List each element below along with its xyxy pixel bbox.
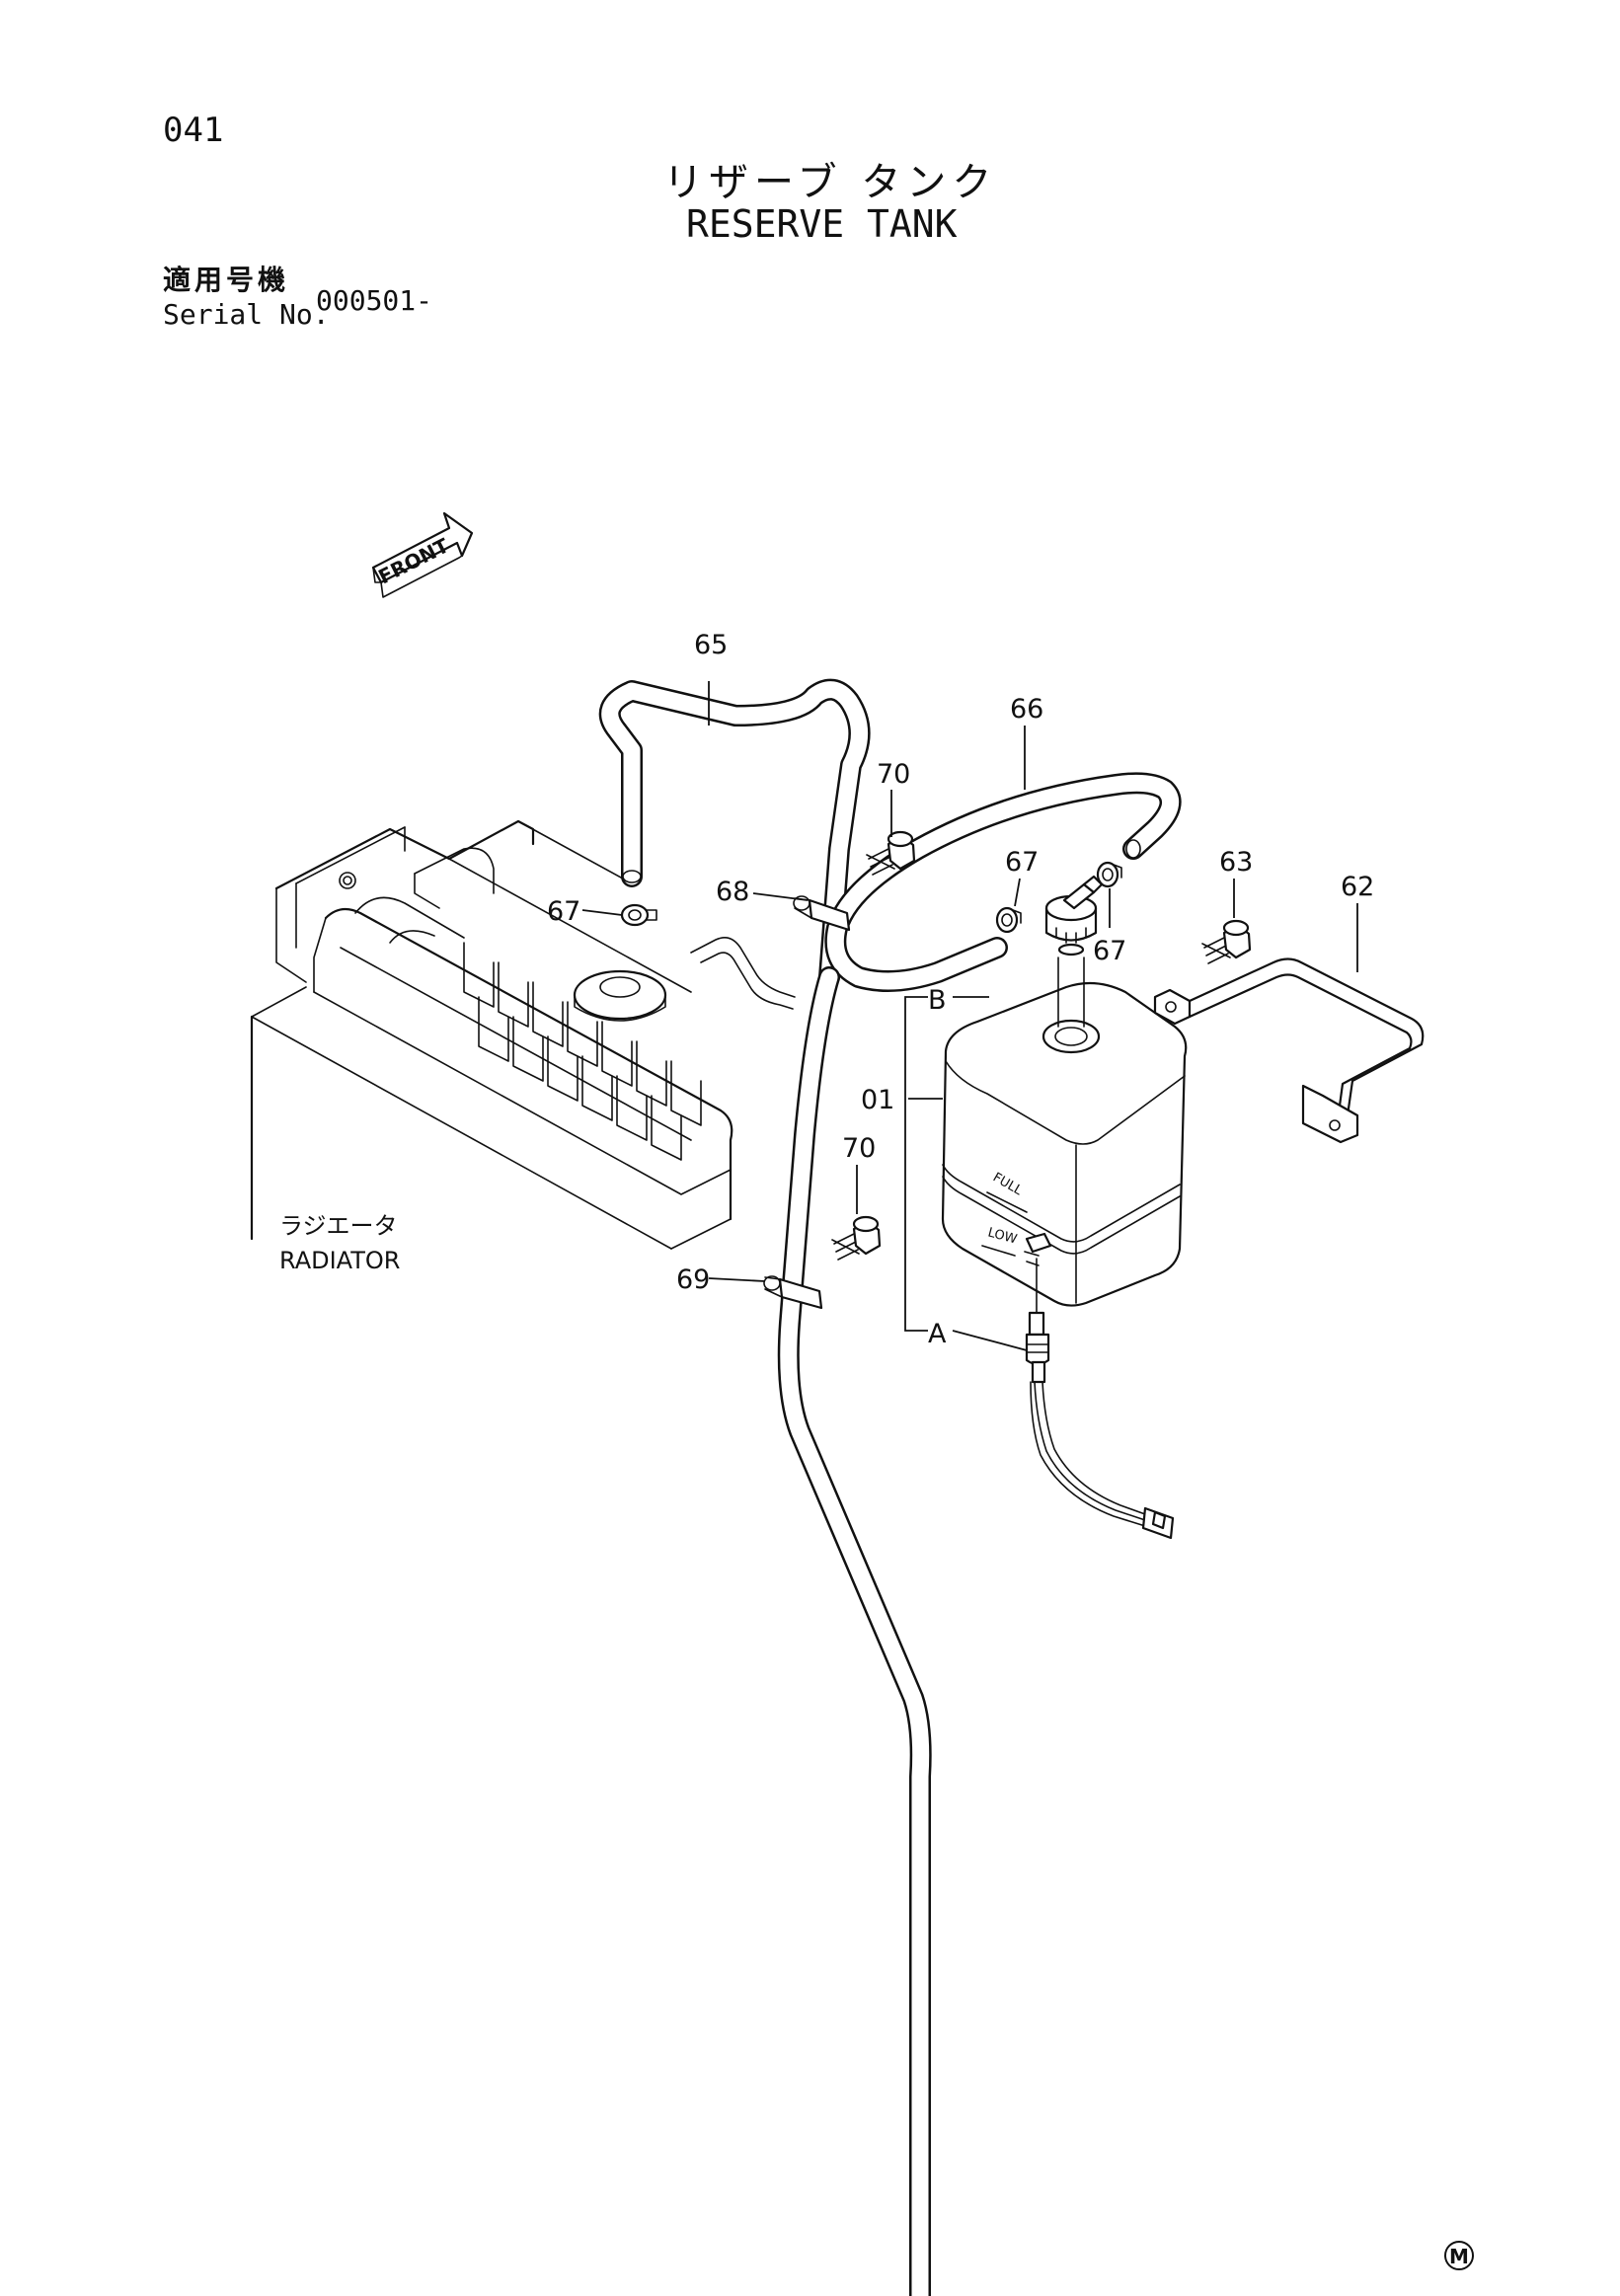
tank-cap (1044, 875, 1104, 957)
page-title: RESERVE TANK (686, 202, 958, 246)
callout-68: 68 (716, 877, 749, 907)
bolt-70-lower (831, 1215, 882, 1261)
serial-label-japanese: 適用号機 (163, 264, 290, 296)
callout-63: 63 (1219, 847, 1253, 878)
callout-01: 01 (861, 1085, 894, 1115)
callout-65: 65 (694, 630, 728, 660)
front-arrow-icon: FRONT (371, 511, 474, 598)
clamp-69 (763, 1275, 823, 1310)
radiator-assembly (250, 819, 796, 1250)
footer-mark: M (1444, 2241, 1474, 2270)
page-title-japanese: リザーブ タンク (663, 160, 998, 205)
leader-lines (581, 681, 1358, 1282)
serial-label: Serial No. (163, 298, 330, 331)
radiator-label: RADIATOR (279, 1247, 400, 1274)
callout-67-left: 67 (547, 896, 580, 927)
overflow-hose (777, 966, 932, 2296)
hose-66 (824, 772, 1182, 992)
serial-range: 000501- (316, 284, 433, 317)
callout-67-right: 67 (1093, 936, 1126, 966)
callout-62: 62 (1341, 872, 1374, 902)
footer-mark-letter: M (1449, 2245, 1469, 2268)
callout-67-mid: 67 (1005, 847, 1039, 878)
callout-66: 66 (1010, 694, 1043, 725)
bolt-63 (1201, 919, 1252, 964)
bracket-62 (1153, 957, 1425, 1144)
callout-70-upper: 70 (877, 759, 910, 790)
reserve-tank: FULL LOW (941, 957, 1188, 1307)
callout-69: 69 (676, 1264, 710, 1295)
clamp-67-left (620, 903, 657, 927)
hose-65 (598, 678, 871, 988)
radiator-label-japanese: ラジエータ (279, 1212, 398, 1240)
clamp-67-mid (995, 906, 1022, 934)
bolt-70-upper (866, 830, 916, 876)
callout-b: B (928, 985, 947, 1016)
page-number: 041 (163, 111, 224, 150)
ab-reference-lines (904, 996, 1028, 1351)
level-sensor (1025, 1258, 1175, 1540)
clamp-67-right (1096, 861, 1122, 888)
callout-70-lower: 70 (842, 1133, 876, 1164)
callout-a: A (928, 1319, 947, 1349)
